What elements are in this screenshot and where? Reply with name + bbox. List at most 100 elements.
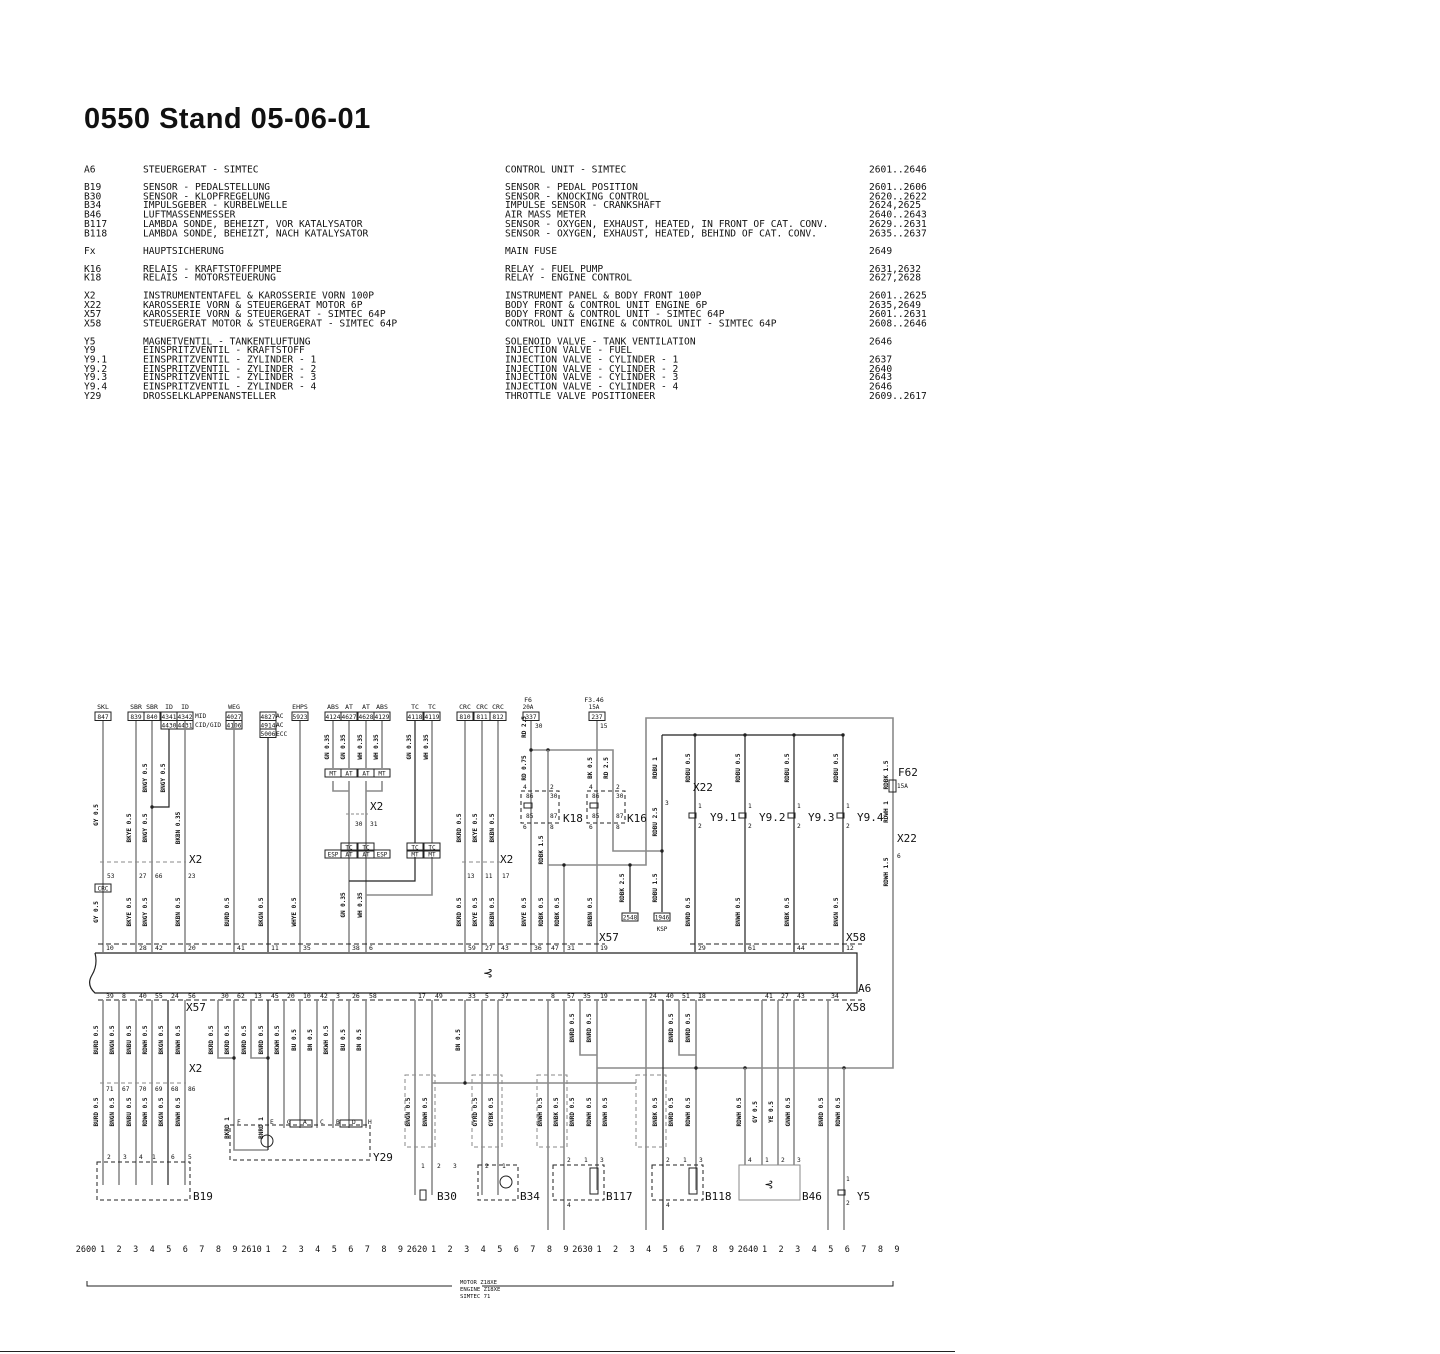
legend-code: B30: [84, 190, 102, 203]
option-box: [357, 842, 375, 852]
ref-code: 237: [591, 714, 602, 721]
option-label: TC: [428, 845, 436, 852]
page-scale-number: 5: [828, 1245, 833, 1255]
ref-box: [406, 711, 424, 721]
page-scale-number: 6: [348, 1245, 353, 1255]
page-scale-number: 4: [481, 1245, 486, 1255]
oxygen-sensor-b118: [651, 1164, 704, 1201]
pin-label: 11: [485, 873, 493, 880]
legend-de: MAGNETVENTIL - TANKENTLUFTUNG: [143, 335, 311, 348]
pin-number-x57-x58: 20: [287, 992, 295, 1000]
component-label: X2: [189, 853, 202, 866]
footer-caption: ENGINE Z18XE: [460, 1287, 501, 1293]
pin-number-x57-x58: 41: [765, 992, 773, 1000]
wire-color-label: BNGY 0.5: [160, 763, 167, 792]
ref-label: ID: [181, 703, 189, 711]
ref-label: TC: [411, 703, 419, 711]
pin-number-x57-x58: 40: [666, 992, 674, 1000]
component-label: X57: [599, 931, 619, 944]
legend-code: B19: [84, 181, 102, 194]
page-scale-number: 1: [762, 1245, 767, 1255]
legend-pages: 2601..2631: [869, 308, 927, 321]
wire-color-label: BKRD 0.5: [208, 1025, 215, 1054]
ref-code: 4627: [342, 714, 357, 721]
component-label: Y29: [373, 1151, 393, 1164]
wire-color-label: BNGN 0.5: [109, 1025, 116, 1054]
component-label: Y5: [857, 1190, 870, 1203]
legend-en: INJECTION VALVE - CYLINDER - 1: [505, 353, 679, 366]
pin-number-x57-x58: 59: [468, 944, 476, 952]
legend-de: RELAIS - KRAFTSTOFFPUMPE: [143, 263, 282, 275]
pin-label: 2: [550, 784, 554, 791]
junction-dot: [150, 805, 154, 809]
legend-code: B46: [84, 209, 102, 221]
ref-code: 840: [146, 714, 157, 721]
wire-color-label: BNRD 0.5: [668, 1013, 675, 1042]
pin-number-x57-x58: 20: [188, 944, 196, 952]
pin-label: 3: [453, 1163, 457, 1170]
pin-number-x57-x58: 43: [501, 944, 509, 952]
pin-number-x57-x58: 51: [682, 992, 690, 1000]
pin-label: 1: [797, 803, 801, 810]
pin-label: 68: [171, 1086, 179, 1093]
wire: [233, 1000, 268, 1151]
page-scale-number: 9: [232, 1245, 237, 1255]
pin-label: 23: [188, 873, 196, 880]
option-box: [406, 842, 424, 852]
potentiometer: [289, 1119, 313, 1128]
wire-color-label: BNRD 0.5: [668, 1097, 675, 1126]
legend-pages: 2629..2631: [869, 218, 927, 230]
wire-color-label: RDWH 0.5: [736, 1097, 743, 1126]
pin-label: 1: [846, 1176, 850, 1183]
ref-code: 4119: [425, 714, 440, 721]
legend-en: INJECTION VALVE - FUEL: [505, 344, 633, 357]
legend-de: EINSPRITZVENTIL - ZYLINDER - 2: [143, 363, 317, 375]
legend-pages: 2649: [869, 245, 893, 257]
ref-code: 4914: [261, 723, 276, 730]
ref-box: [143, 711, 161, 721]
ref-label: ID: [165, 703, 173, 711]
pin-label: 5: [188, 1154, 192, 1161]
legend-de: HAUPTSICHERUNG: [143, 245, 224, 257]
pin-number-x57-x58: 40: [139, 992, 147, 1000]
potentiometer: [339, 1119, 363, 1128]
legend-pages: 2620..2622: [869, 190, 927, 203]
component-label: X57: [186, 1001, 206, 1014]
wire-color-label: BURD 0.5: [93, 1097, 100, 1126]
pin-number-x57-x58: 13: [254, 992, 262, 1000]
page-scale-number: 5: [332, 1245, 337, 1255]
wire-color-label: BNBN 0.5: [587, 897, 594, 926]
wire: [366, 857, 433, 896]
wire-color-label: BNBK 0.5: [553, 1097, 560, 1126]
ref-code: 4341: [162, 714, 177, 721]
page-scale-number: 7: [365, 1245, 370, 1255]
page-scale-number: 2: [613, 1245, 618, 1255]
wire-color-label: YE 0.5: [768, 1101, 775, 1123]
legend-code: X57: [84, 308, 102, 321]
wire-color-label: WH 0.35: [373, 734, 380, 760]
legend-pages: 2609..2617: [869, 390, 927, 402]
wire-color-label: BNBU 0.5: [126, 1025, 133, 1054]
shield-box: [404, 1074, 436, 1148]
pin-label: 4: [666, 1202, 670, 1209]
page-scale-number: 2: [117, 1245, 122, 1255]
injector-coil: [787, 812, 796, 819]
ref-code: 810: [459, 714, 470, 721]
legend-en: SENSOR - PEDAL POSITION: [505, 181, 638, 194]
pin-label: 2: [748, 823, 752, 830]
component-label: 15A: [897, 783, 908, 790]
wire-color-label: BU 0.5: [291, 1029, 298, 1051]
pin-label: 30: [550, 793, 558, 800]
component-label: Y9.2: [759, 811, 786, 824]
pin-label: 2: [698, 823, 702, 830]
pin-number-x57-x58: 3: [336, 992, 340, 1000]
option-box: [340, 768, 358, 778]
